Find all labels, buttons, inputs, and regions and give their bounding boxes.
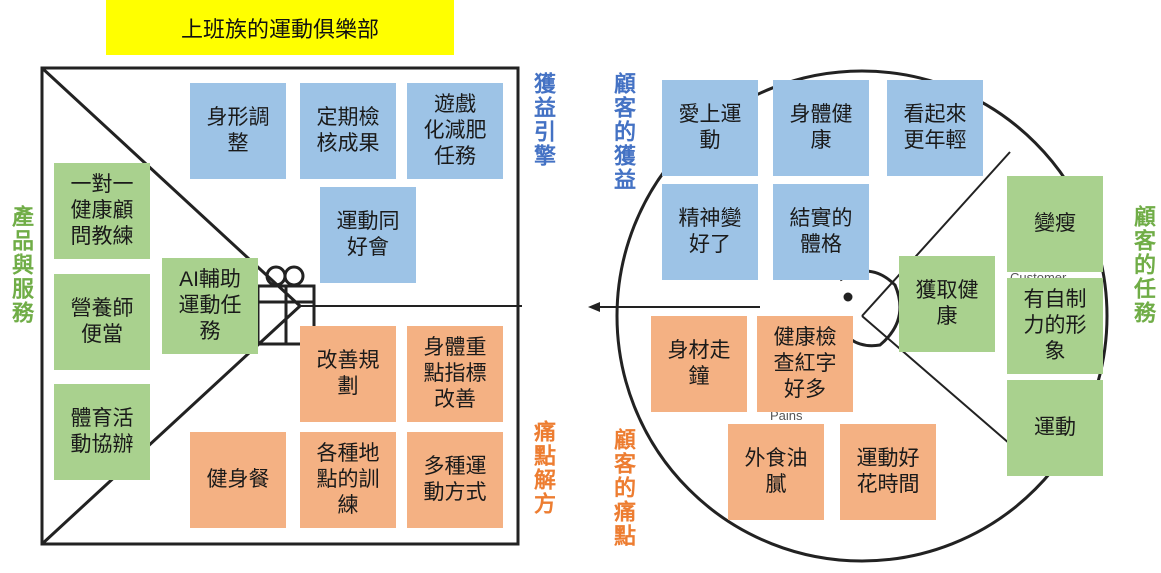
- customer-gain-note: 身體健 康: [773, 80, 869, 176]
- label-pain-relievers: 痛點解方: [531, 420, 556, 516]
- customer-gain-note: 愛上運 動: [662, 80, 758, 176]
- pain-reliever-note: 各種地 點的訓 練: [300, 432, 396, 528]
- customer-pain-note: 外食油 膩: [728, 424, 824, 520]
- customer-pain-note: 運動好 花時間: [840, 424, 936, 520]
- label-customer-gains: 顧客的獲益: [611, 72, 636, 192]
- customer-job-note: 有自制 力的形 象: [1007, 278, 1103, 374]
- label-products-services: 產品與服務: [9, 205, 34, 325]
- gain-creator-note: 運動同 好會: [320, 187, 416, 283]
- product-note: 一對一 健康顧 問教練: [54, 163, 150, 259]
- gain-creator-note: 身形調 整: [190, 83, 286, 179]
- product-note: 營養師 便當: [54, 274, 150, 370]
- label-customer-pains: 顧客的痛點: [611, 428, 636, 548]
- page-title: 上班族的運動俱樂部: [106, 0, 454, 55]
- gain-creator-note: 遊戲 化減肥 任務: [407, 83, 503, 179]
- customer-pain-note: 身材走 鐘: [651, 316, 747, 412]
- pain-reliever-note: 身體重 點指標 改善: [407, 326, 503, 422]
- customer-job-note: 變瘦: [1007, 176, 1103, 272]
- customer-gain-note: 精神變 好了: [662, 184, 758, 280]
- customer-job-note: 獲取健 康: [899, 256, 995, 352]
- product-note: AI輔助 運動任 務: [162, 258, 258, 354]
- label-customer-jobs: 顧客的任務: [1131, 205, 1156, 325]
- product-note: 體育活 動協辦: [54, 384, 150, 480]
- pain-reliever-note: 健身餐: [190, 432, 286, 528]
- gain-creator-note: 定期檢 核成果: [300, 83, 396, 179]
- pain-reliever-note: 改善規 劃: [300, 326, 396, 422]
- gift-icon: [256, 265, 316, 346]
- pain-reliever-note: 多種運 動方式: [407, 432, 503, 528]
- customer-pain-note: 健康檢 查紅字 好多: [757, 316, 853, 412]
- customer-job-note: 運動: [1007, 380, 1103, 476]
- customer-gain-note: 結實的 體格: [773, 184, 869, 280]
- customer-gain-note: 看起來 更年輕: [887, 80, 983, 176]
- label-gain-creators: 獲益引擎: [531, 72, 556, 168]
